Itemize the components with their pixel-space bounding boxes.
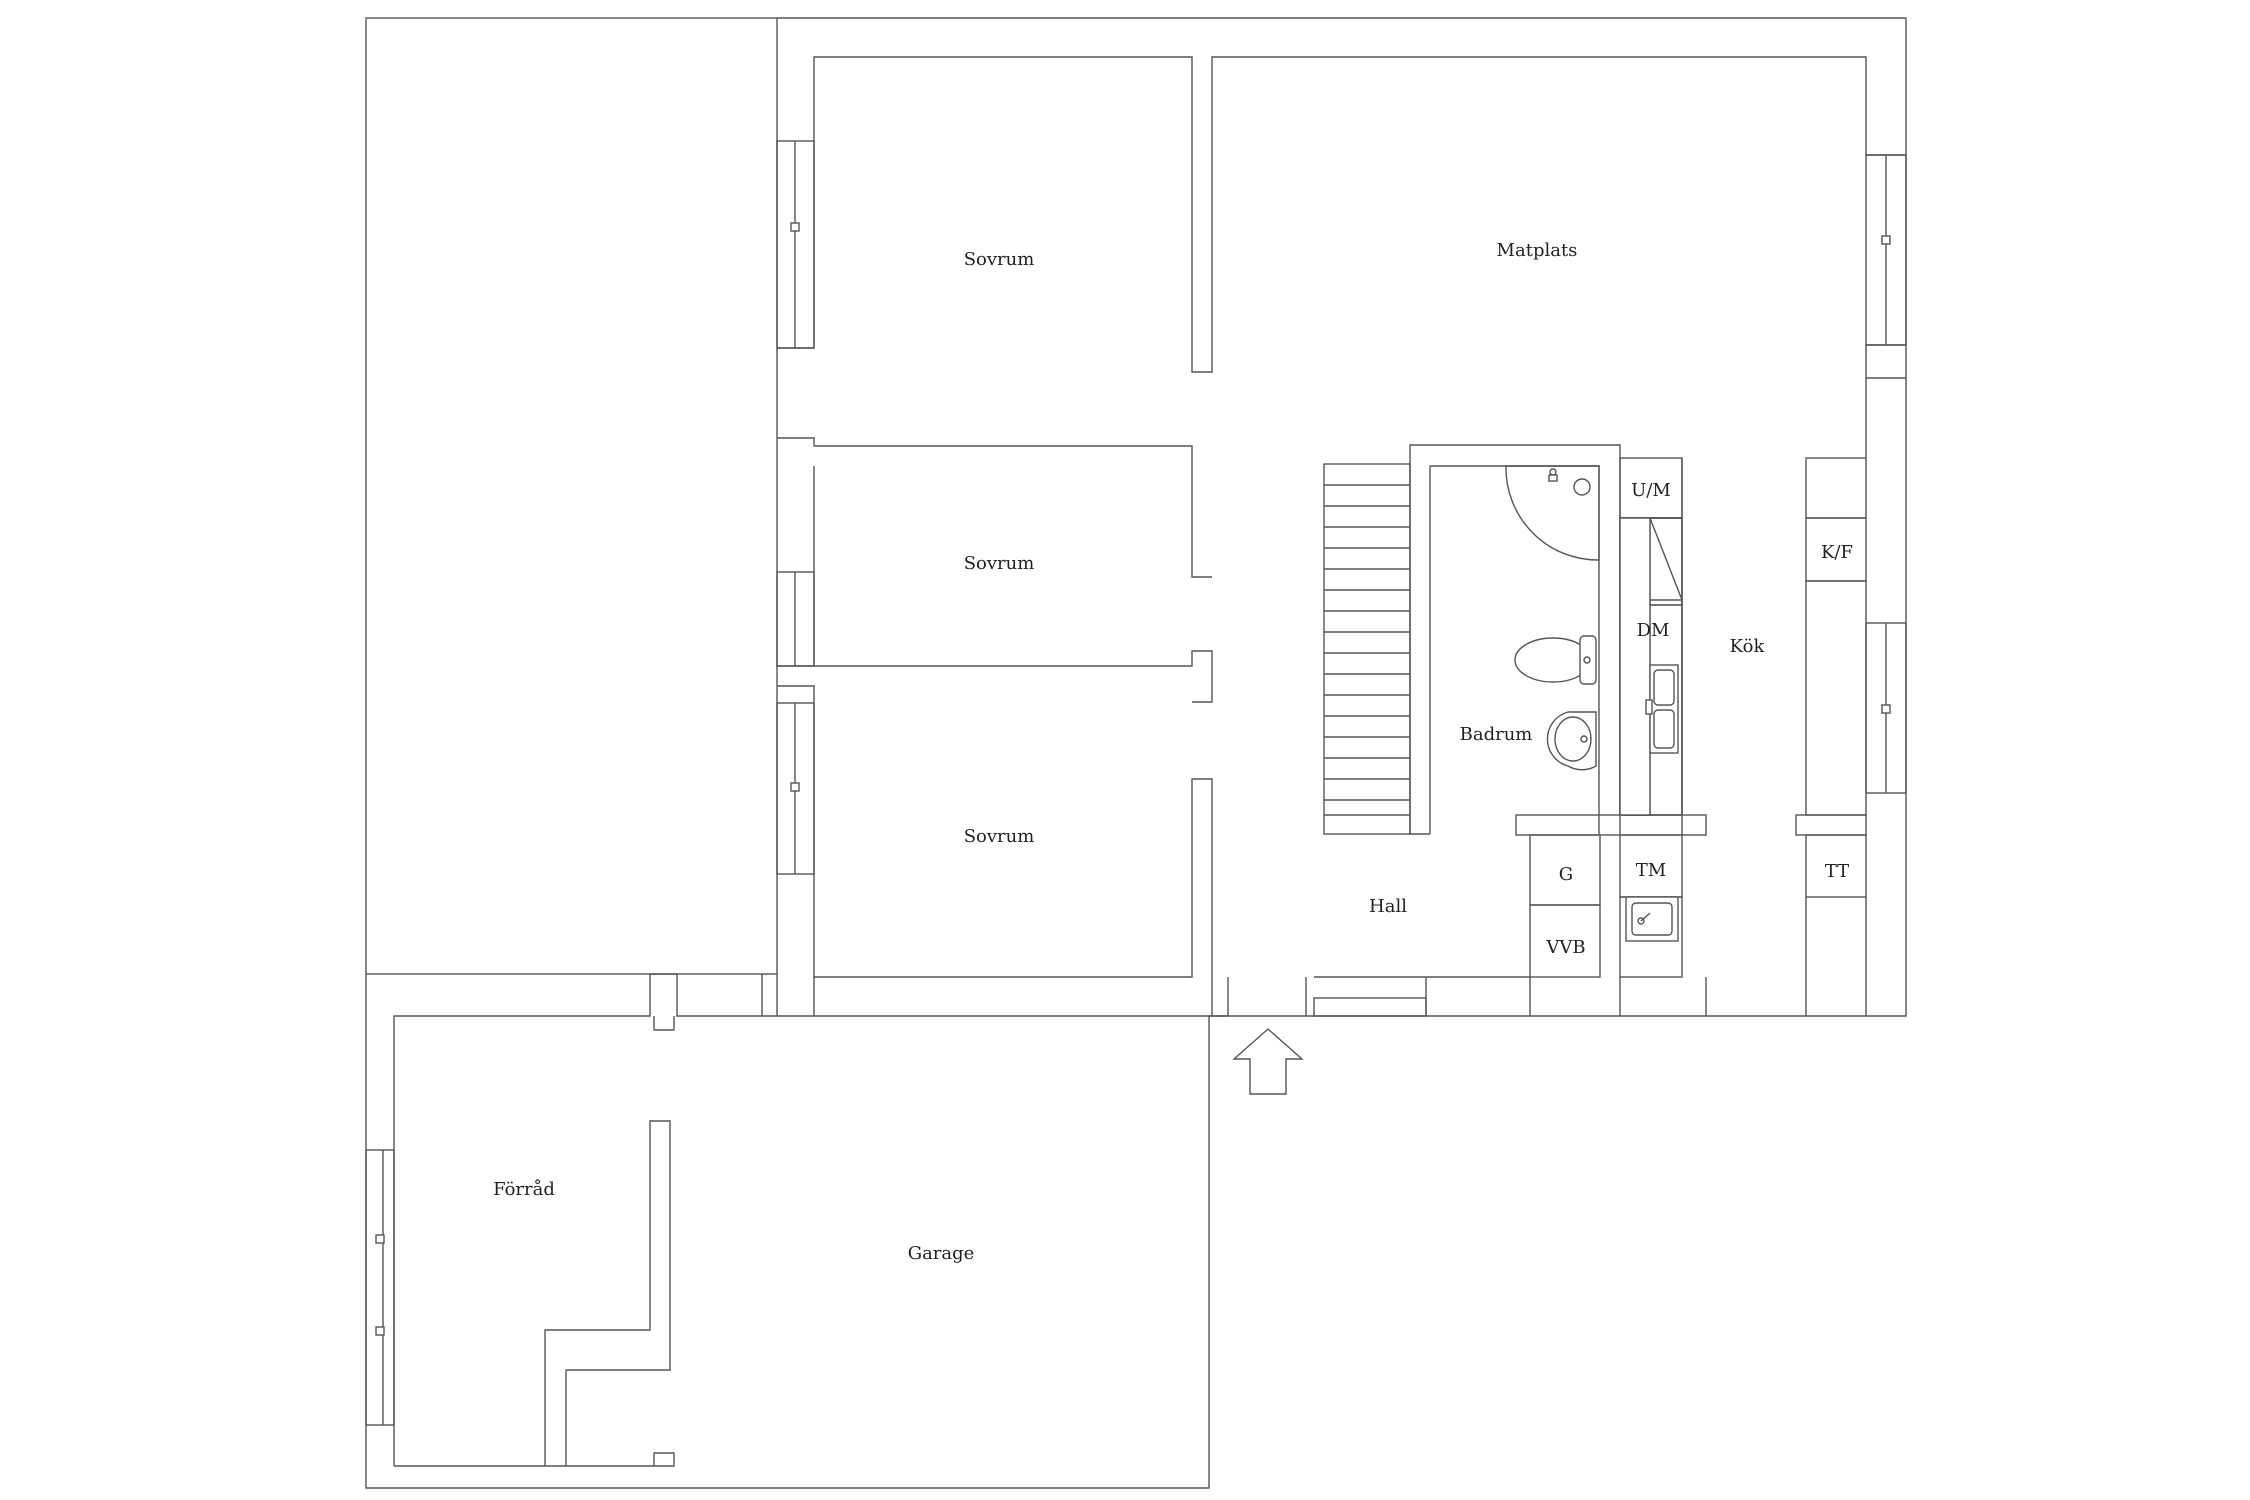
room-label-kok: Kök <box>1730 636 1766 657</box>
fixture-label-kf: K/F <box>1821 542 1853 563</box>
fixture-label-tt: TT <box>1825 861 1849 882</box>
room-labels: Sovrum Matplats Sovrum Sovrum Kök Badrum… <box>493 240 1853 1264</box>
toilet-icon <box>1514 635 1597 685</box>
room-label-sovrum: Sovrum <box>964 826 1035 847</box>
fixture-label-g: G <box>1559 864 1573 885</box>
room-label-hall: Hall <box>1369 896 1407 917</box>
room-label-matplats: Matplats <box>1497 240 1578 261</box>
fixture-label-vvb: VVB <box>1545 937 1585 958</box>
room-label-sovrum: Sovrum <box>964 553 1035 574</box>
room-label-badrum: Badrum <box>1460 724 1533 745</box>
fixture-label-um: U/M <box>1631 480 1671 501</box>
walls <box>365 17 1907 1489</box>
room-label-garage: Garage <box>908 1243 975 1264</box>
laundry-sink-icon <box>1625 896 1679 942</box>
shower-icon <box>1505 465 1600 561</box>
entrance-arrow-icon <box>1232 1028 1304 1095</box>
fixture-label-dm: DM <box>1637 620 1670 641</box>
washbasin-icon <box>1546 711 1597 771</box>
stairs-icon <box>1323 463 1411 835</box>
kitchen-sink-icon <box>1645 664 1679 754</box>
room-label-forrad: Förråd <box>493 1178 555 1200</box>
fixture-label-tm: TM <box>1636 860 1666 881</box>
room-label-sovrum: Sovrum <box>964 249 1035 270</box>
